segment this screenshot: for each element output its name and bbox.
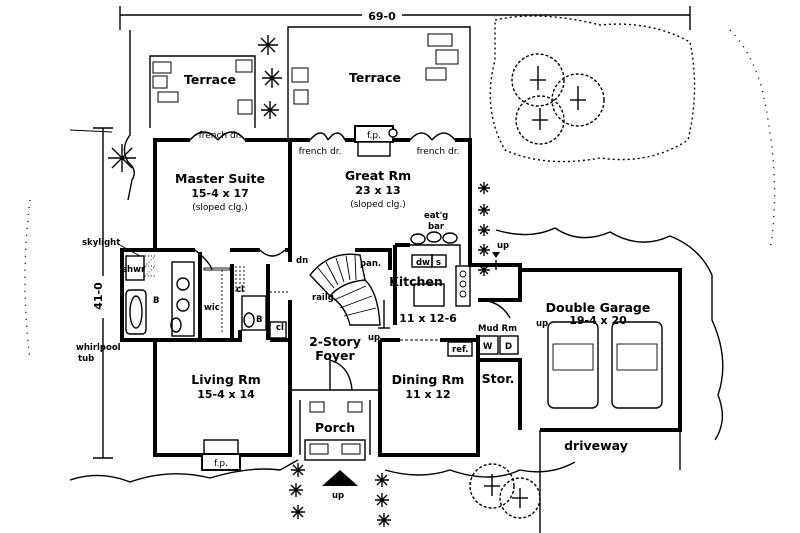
mud-room: W D Mud Rm <box>477 299 519 355</box>
sink-label: s <box>436 258 441 268</box>
terrace-left-label: Terrace <box>184 72 236 87</box>
terrace-center-label: Terrace <box>349 70 401 85</box>
kitchen-fixtures: dw s pan. eat'g bar ref. <box>360 211 473 357</box>
living-room-fireplace: f.p. <box>201 439 241 471</box>
hall-bath-label: B <box>256 315 262 325</box>
porch-steps: up <box>304 401 366 501</box>
garage-up-label: up <box>497 241 509 251</box>
dining-room-name: Dining Rm <box>392 372 465 387</box>
french-door-label-great-left: french dr. <box>299 147 342 157</box>
door-swings <box>189 131 456 391</box>
stairs-down-label: dn <box>296 256 308 266</box>
great-room-size: 23 x 13 <box>355 184 400 197</box>
closets <box>203 266 288 334</box>
storage-name: Stor. <box>482 371 515 386</box>
depth-label: 41-0 <box>92 282 105 310</box>
terrace-left: Terrace <box>149 55 256 128</box>
master-bath-label: B <box>153 296 159 306</box>
master-suite-size: 15-4 x 17 <box>191 187 249 200</box>
terrace-center: Terrace <box>287 26 471 140</box>
depth-dimension: 41-0 <box>92 127 113 459</box>
living-room-size: 15-4 x 14 <box>197 388 255 401</box>
dining-room-size: 11 x 12 <box>405 388 450 401</box>
double-garage-size: 19-4 x 20 <box>569 314 627 327</box>
great-room-note: (sloped clg.) <box>350 200 406 210</box>
closet-label-1: cl <box>236 285 244 295</box>
master-bath-fixtures <box>125 255 287 339</box>
mudroom-up-label: up <box>536 319 548 329</box>
living-room-name: Living Rm <box>191 372 261 387</box>
interior-walls <box>155 140 522 430</box>
mud-room-label: Mud Rm <box>478 324 517 334</box>
living-room-fp-label: f.p. <box>214 459 228 469</box>
french-door-label-great-right: french dr. <box>417 147 460 157</box>
annotations: french dr. french dr. french dr. skyligh… <box>76 131 628 453</box>
great-room-name: Great Rm <box>345 168 411 183</box>
dishwasher-label: dw <box>416 258 430 268</box>
closet-label-2: cl <box>276 323 284 333</box>
width-dimension: 69-0 <box>119 6 691 30</box>
eating-bar-label-2: bar <box>428 222 445 232</box>
wic-label: wic <box>204 303 220 313</box>
eating-bar-label-1: eat'g <box>424 211 448 221</box>
foyer-name-1: 2-Story <box>309 334 361 349</box>
great-room-fireplace: f.p. <box>354 125 398 157</box>
whirlpool-label-2: tub <box>78 354 94 364</box>
kitchen-name: Kitchen <box>389 274 443 289</box>
washer-label: W <box>483 342 493 352</box>
driveway-label: driveway <box>564 438 628 453</box>
master-suite-note: (sloped clg.) <box>192 203 248 213</box>
garage-cars: up up <box>492 241 681 533</box>
pantry-label: pan. <box>360 259 381 269</box>
shower-label: shwr <box>122 265 146 275</box>
double-garage-name: Double Garage <box>546 300 651 315</box>
porch-name: Porch <box>315 420 355 435</box>
width-label: 69-0 <box>368 10 396 23</box>
whirlpool-label-1: whirlpool <box>76 343 121 353</box>
kitchen-size: 11 x 12-6 <box>399 312 457 325</box>
master-suite-name: Master Suite <box>175 171 265 186</box>
room-labels: Master Suite 15-4 x 17 (sloped clg.) Gre… <box>175 168 650 435</box>
railing-label: railg <box>312 293 334 303</box>
shrubs <box>108 35 490 527</box>
entry-up-label: up <box>332 491 344 501</box>
foyer-name-2: Foyer <box>315 348 355 363</box>
staircase: dn railg up <box>296 253 390 343</box>
dryer-label: D <box>505 342 512 352</box>
refrigerator-label: ref. <box>452 345 468 355</box>
skylight-label: skylight <box>82 238 120 248</box>
stairs-up-label: up <box>368 333 380 343</box>
french-door-label-master: french dr. <box>199 131 242 141</box>
great-room-fp-label: f.p. <box>367 131 381 141</box>
landscape <box>24 15 776 483</box>
